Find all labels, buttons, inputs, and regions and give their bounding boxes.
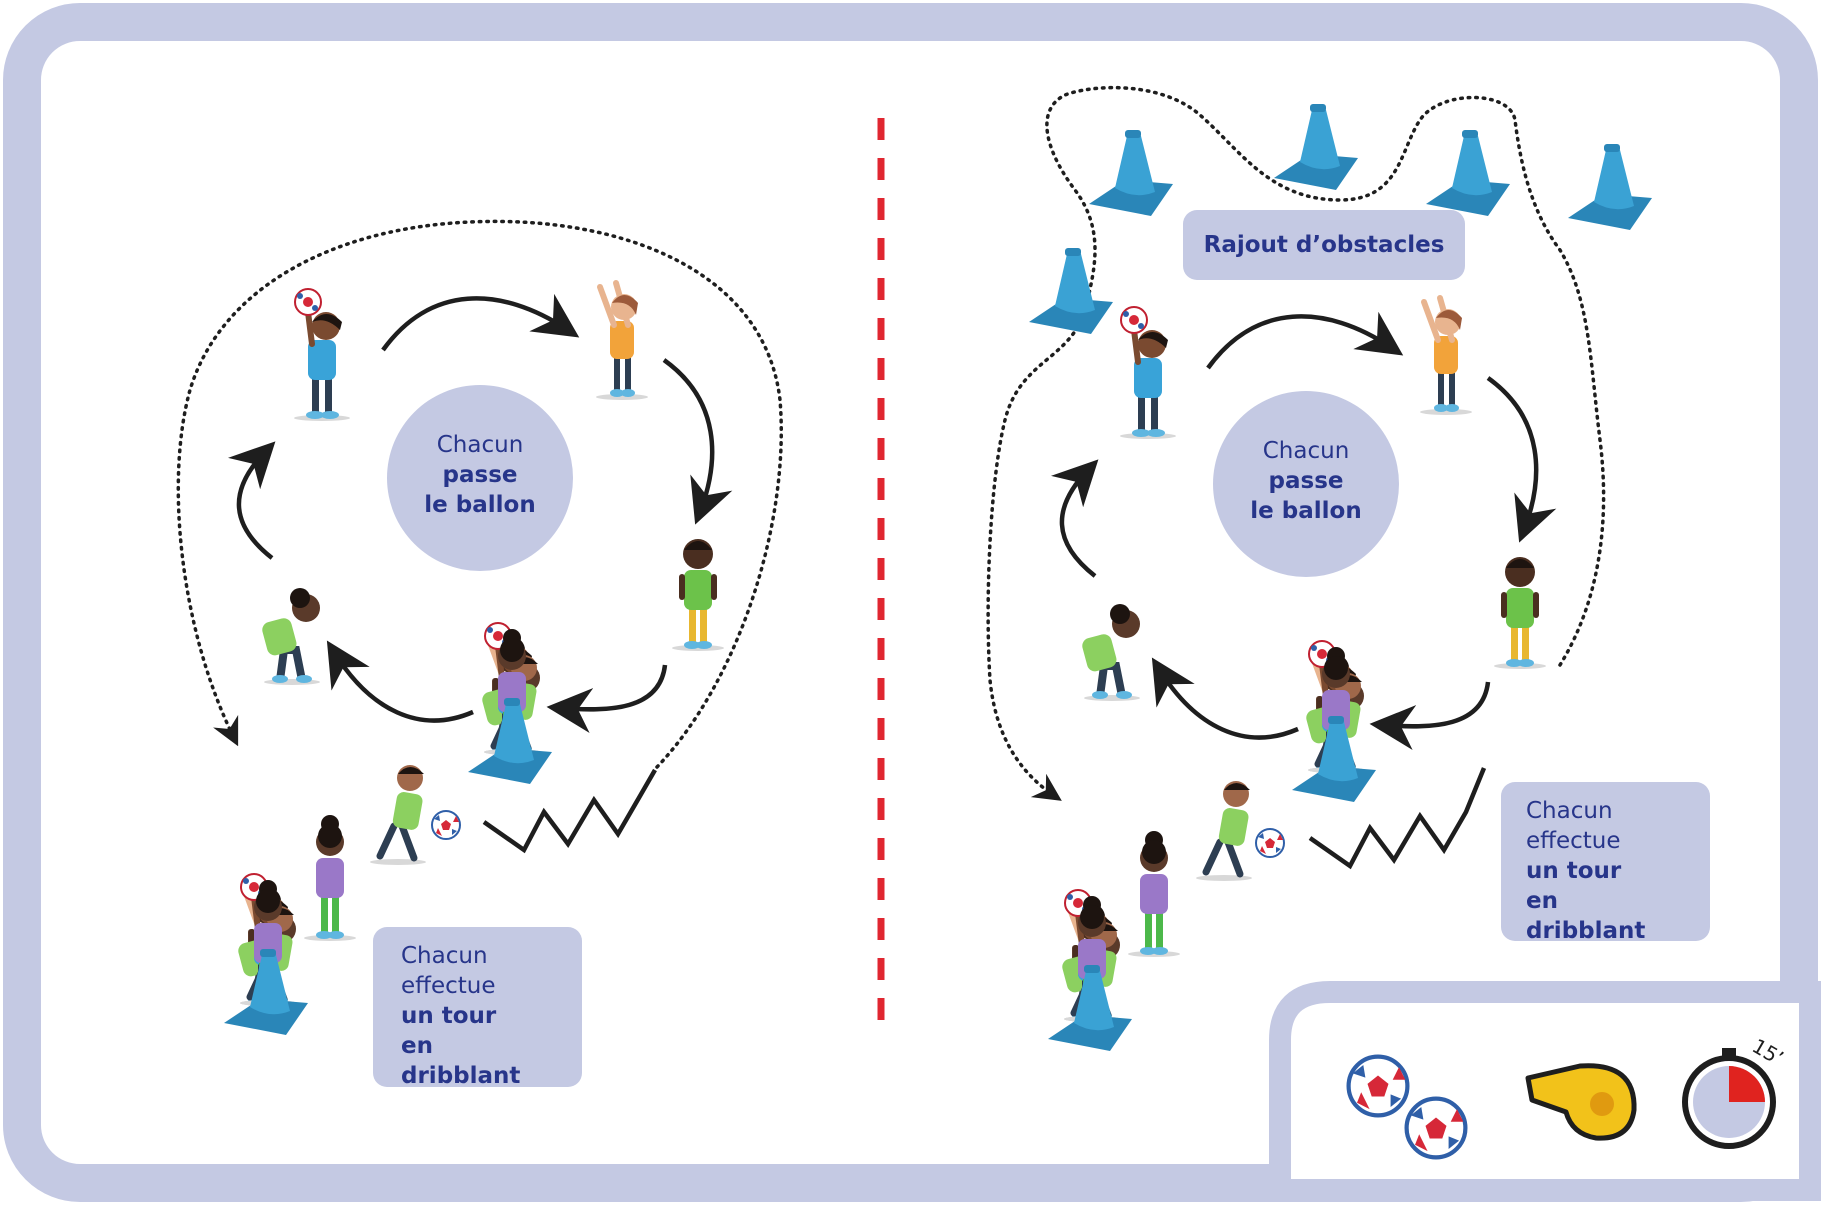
right-center-bubble: Chacun passe le ballon <box>1213 436 1399 526</box>
right-center-bubble-bg <box>1213 391 1399 577</box>
bubble-line-1: Chacun <box>1262 438 1350 464</box>
right-dribble-box: Chacun effectue un tour en dribblant <box>1501 782 1710 944</box>
right-panel <box>986 85 1652 1051</box>
left-center-bubble: Chacun passe le ballon <box>387 430 573 520</box>
right-pass-arrow-2 <box>1486 376 1557 543</box>
right-ball <box>1255 828 1285 858</box>
left-pass-arrow-4 <box>326 640 474 723</box>
bubble-line-2: passe <box>442 462 518 488</box>
right-dotted-loop <box>986 85 1606 801</box>
box-line-4: en dribblant <box>1526 888 1646 944</box>
box-line-3: un tour <box>401 1003 497 1029</box>
right-pass-arrow-4 <box>1151 657 1299 740</box>
left-pass-arrow-3 <box>546 664 668 733</box>
left-pass-arrow-1 <box>381 293 580 352</box>
stopwatch-icon <box>1682 1048 1776 1149</box>
left-dribble-box: Chacun effectue un tour en dribblant <box>373 927 582 1089</box>
left-pass-arrow-5 <box>227 441 276 560</box>
bubble-line-2: passe <box>1268 468 1344 494</box>
left-center-bubble-bg <box>387 385 573 571</box>
left-dotted-loop <box>176 219 783 769</box>
bubble-line-3: le ballon <box>1250 498 1362 524</box>
bubble-line-3: le ballon <box>424 492 536 518</box>
box-line-1: Chacun <box>1526 798 1613 824</box>
box-line-3: un tour <box>1526 858 1622 884</box>
obstacles-label-box: Rajout d’obstacles <box>1183 210 1465 280</box>
box-line-2: effectue <box>401 973 496 999</box>
box-line-2: effectue <box>1526 828 1621 854</box>
bubble-line-1: Chacun <box>436 432 524 458</box>
left-pass-arrow-2 <box>662 358 733 525</box>
equipment-panel <box>1269 981 1821 1201</box>
left-ball <box>431 810 461 840</box>
left-dribble-zigzag <box>482 768 657 854</box>
right-pass-arrow-1 <box>1206 311 1404 370</box>
whistle-icon <box>1525 1063 1637 1141</box>
obstacles-label: Rajout d’obstacles <box>1203 232 1445 258</box>
right-pass-arrow-3 <box>1369 681 1491 750</box>
left-panel <box>176 219 783 1035</box>
box-line-4: en dribblant <box>401 1033 521 1089</box>
right-pass-arrow-5 <box>1050 459 1099 578</box>
right-dribble-zigzag <box>1308 767 1487 870</box>
box-line-1: Chacun <box>401 943 488 969</box>
